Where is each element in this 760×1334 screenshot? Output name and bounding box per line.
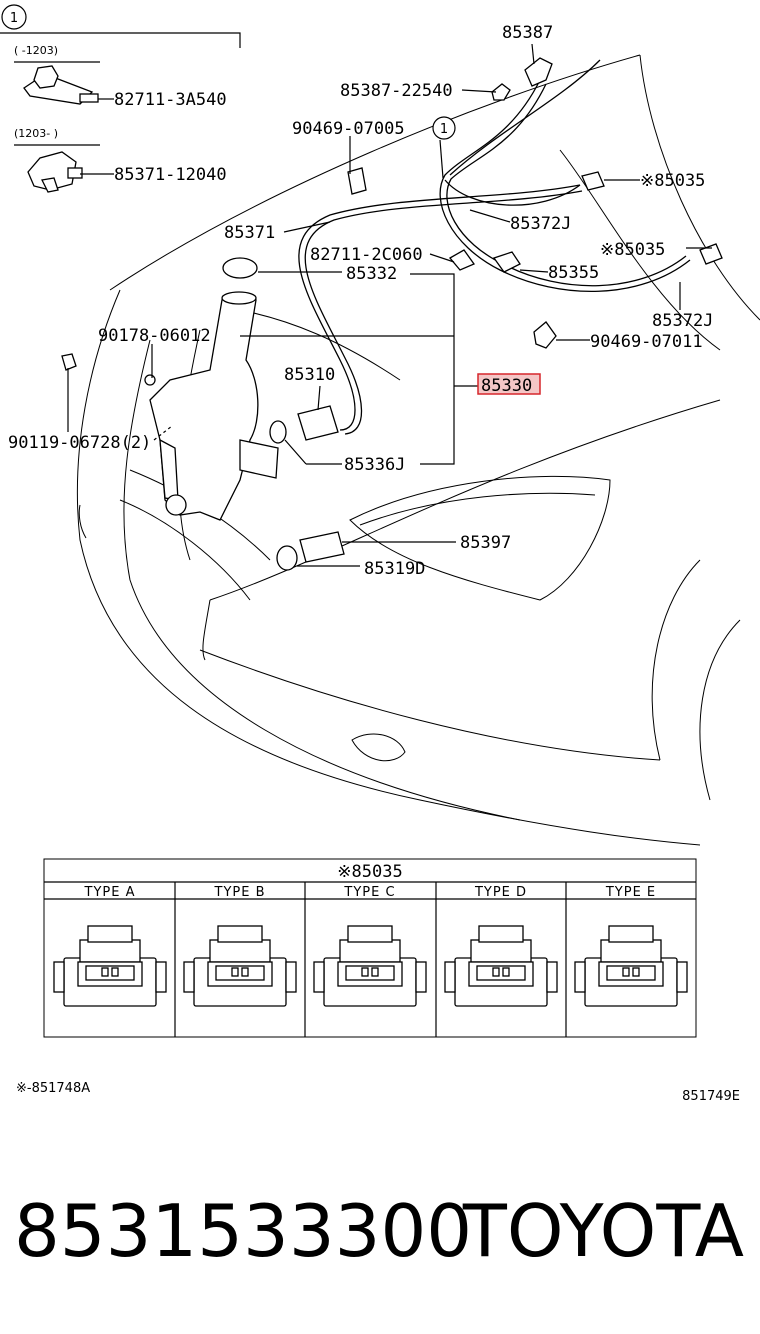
label-90119-06728: 90119-06728(2) bbox=[8, 433, 151, 453]
connector-table: ※85035 TYPE A TYPE B TYPE C TYPE D TYPE … bbox=[43, 858, 697, 1038]
footer-code-right: 851749E bbox=[682, 1089, 740, 1104]
label-85372J-a: 85372J bbox=[510, 214, 571, 234]
nozzle-85387-icon bbox=[524, 57, 553, 87]
label-85355: 85355 bbox=[548, 263, 599, 283]
circle-ref-text-2: 1 bbox=[440, 122, 448, 137]
table-col-type-c: TYPE C bbox=[343, 885, 395, 900]
label-82711-2C060: 82711-2C060 bbox=[310, 245, 423, 265]
label-85387-22540: 85387-22540 bbox=[340, 81, 453, 101]
tank-cap-85332-icon bbox=[222, 257, 258, 279]
circle-ref-text: 1 bbox=[10, 11, 18, 26]
washer-hoses bbox=[298, 59, 691, 435]
parts bbox=[61, 57, 723, 571]
clamp-90469-07005-icon bbox=[347, 167, 367, 195]
circle-ref-marker-2 bbox=[432, 116, 456, 140]
connector-type-e-icon bbox=[574, 925, 688, 1007]
label-85371-12040: 85371-12040 bbox=[114, 165, 227, 185]
label-85371: 85371 bbox=[224, 223, 275, 243]
grommet-85319D-icon bbox=[276, 545, 298, 571]
label-85397: 85397 bbox=[460, 533, 511, 553]
leader-lines bbox=[151, 43, 712, 567]
inset-bracket bbox=[0, 32, 241, 48]
table-title: ※85035 bbox=[337, 862, 402, 882]
table-col-type-a: TYPE A bbox=[84, 885, 136, 900]
clip-85371-12040-icon bbox=[27, 151, 83, 193]
label-90178-06012: 90178-06012 bbox=[98, 326, 211, 346]
label-90469-07005: 90469-07005 bbox=[292, 119, 405, 139]
connector-type-b-icon bbox=[183, 925, 297, 1007]
label-85035-a: ※85035 bbox=[640, 171, 705, 191]
highlight-85330 bbox=[477, 373, 541, 395]
table-col-type-e: TYPE E bbox=[605, 885, 656, 900]
caption-brand: TOYOTA bbox=[462, 1189, 744, 1273]
clip-85387-22540-icon bbox=[491, 83, 511, 101]
label-90469-07011: 90469-07011 bbox=[590, 332, 703, 352]
valve-85035-b-icon bbox=[699, 243, 723, 265]
label-85336J: 85336J bbox=[344, 455, 405, 475]
joint-85355-icon bbox=[492, 251, 521, 273]
pump-85310-icon bbox=[297, 405, 339, 441]
table-col-type-b: TYPE B bbox=[214, 885, 266, 900]
label-85035-b: ※85035 bbox=[600, 240, 665, 260]
grommet-85336J-icon bbox=[269, 420, 287, 444]
clip-82711-2C060-icon bbox=[449, 249, 475, 271]
connector-type-a-icon bbox=[53, 925, 167, 1007]
variant-inset: 1 ( -1203) 82711-3A540 (1203- ) 85371-12… bbox=[0, 4, 241, 193]
label-85372J-b: 85372J bbox=[652, 311, 713, 331]
valve-85035-a-icon bbox=[581, 171, 605, 191]
clip-82711-3A540-icon bbox=[23, 65, 99, 105]
table-col-type-d: TYPE D bbox=[474, 885, 527, 900]
label-82711-3A540: 82711-3A540 bbox=[114, 90, 227, 110]
connector-type-c-icon bbox=[313, 925, 427, 1007]
clip-90469-07011-icon bbox=[533, 321, 557, 349]
caption-part-number: 8531533300 bbox=[14, 1189, 472, 1273]
variant-b-range: (1203- ) bbox=[14, 127, 58, 140]
label-85310: 85310 bbox=[284, 365, 335, 385]
label-85330: 85330 bbox=[481, 376, 532, 396]
bolt-90119-06728-icon bbox=[61, 353, 77, 371]
connector-type-d-icon bbox=[444, 925, 558, 1007]
part-labels: 85387 85387-22540 90469-07005 1 ※85035 8… bbox=[8, 23, 713, 579]
label-85319D: 85319D bbox=[364, 559, 425, 579]
label-85332: 85332 bbox=[346, 264, 397, 284]
label-85387: 85387 bbox=[502, 23, 553, 43]
sensor-85397-icon bbox=[299, 531, 345, 563]
washer-tank-85330-icon bbox=[144, 291, 279, 521]
footer-code-left: ※-851748A bbox=[16, 1081, 90, 1096]
circle-ref-marker bbox=[1, 4, 27, 30]
variant-a-range: ( -1203) bbox=[14, 44, 58, 57]
